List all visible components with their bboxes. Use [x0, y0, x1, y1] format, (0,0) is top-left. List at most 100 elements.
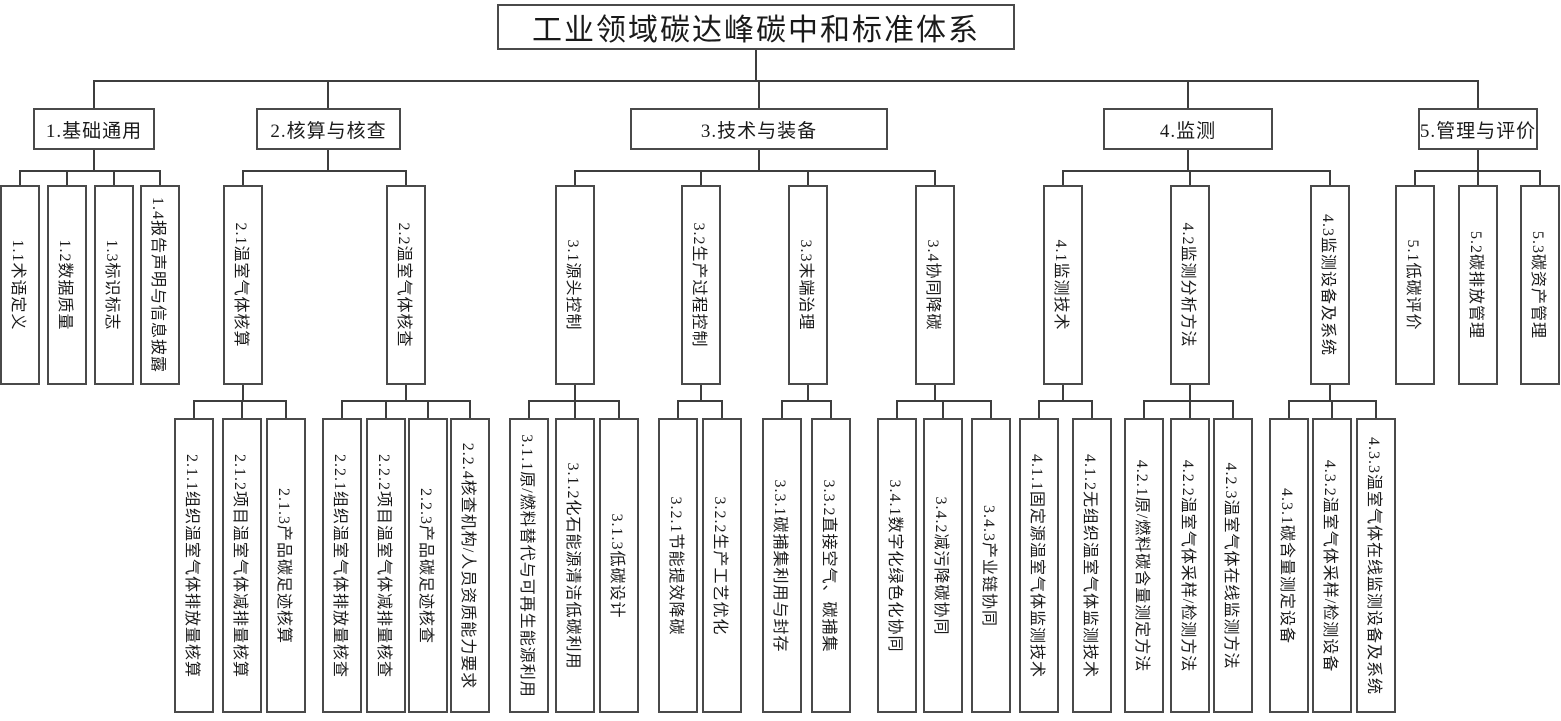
- connector-line: [700, 385, 702, 400]
- root-title-label: 工业领域碳达峰碳中和标准体系: [532, 14, 980, 47]
- node-4-3-3: 4.3.3温室气体在线监测设备及系统: [1356, 418, 1396, 713]
- node-5-label: 5.管理与评价: [1419, 120, 1537, 142]
- connector-line: [1062, 385, 1064, 400]
- connector-line: [934, 170, 936, 185]
- connector-line: [1062, 170, 1064, 185]
- node-3-2-1-label: 3.2.1节能提效降碳: [667, 495, 684, 636]
- connector-line: [1189, 400, 1191, 418]
- connector-line: [934, 385, 936, 400]
- connector-line: [677, 400, 679, 418]
- connector-line: [897, 400, 991, 402]
- node-3-4-1: 3.4.1数字化绿色化协同: [877, 418, 917, 713]
- connector-line: [193, 400, 195, 418]
- connector-line: [1289, 400, 1376, 402]
- node-3-2: 3.2生产过程控制: [681, 185, 721, 385]
- connector-line: [1331, 400, 1333, 418]
- connector-line: [1189, 385, 1191, 400]
- node-3-3-1: 3.3.1碳捕集利用与封存: [762, 418, 802, 713]
- connector-line: [285, 400, 287, 418]
- node-4-2-label: 4.2监测分析方法: [1179, 222, 1196, 348]
- node-4-2-3-label: 4.2.3温室气体在线监测方法: [1222, 461, 1239, 670]
- node-3-4: 3.4协同降碳: [915, 185, 955, 385]
- connector-line: [1063, 170, 1330, 172]
- node-4-3-1: 4.3.1碳含量测定设备: [1269, 418, 1309, 713]
- node-3-1: 3.1源头控制: [555, 185, 595, 385]
- connector-line: [427, 400, 429, 418]
- node-4-monitoring: 4.监测: [1103, 108, 1273, 150]
- node-5-1-label: 5.1低碳评价: [1404, 239, 1421, 331]
- node-3-1-1: 3.1.1原/燃料替代与可再生能源利用: [509, 418, 549, 713]
- node-1-2: 1.2数据质量: [47, 185, 87, 385]
- node-4-2-1-label: 4.2.1原/燃料碳含量测定方法: [1133, 459, 1150, 672]
- node-1-3: 1.3标识标志: [94, 185, 134, 385]
- node-3-4-2: 3.4.2减污降碳协同: [923, 418, 963, 713]
- connector-line: [782, 400, 831, 402]
- node-3-2-label: 3.2生产过程控制: [690, 222, 707, 348]
- connector-line: [807, 385, 809, 400]
- node-3-4-3: 3.4.3产业链协同: [971, 418, 1011, 713]
- node-3-4-1-label: 3.4.1数字化绿色化协同: [886, 478, 903, 653]
- node-3-3-2: 3.3.2直接空气、碳捕集: [811, 418, 851, 713]
- node-3-3: 3.3末端治理: [788, 185, 828, 385]
- node-1-4: 1.4报告声明与信息披露: [140, 185, 180, 385]
- connector-line: [469, 400, 471, 418]
- connector-line: [574, 385, 576, 400]
- connector-line: [242, 385, 244, 400]
- node-2-2-3: 2.2.3产品碳足迹核查: [408, 418, 448, 713]
- connector-line: [807, 170, 809, 185]
- connector-line: [529, 400, 619, 402]
- node-1-1-label: 1.1术语定义: [9, 239, 26, 331]
- node-1-1: 1.1术语定义: [0, 185, 40, 385]
- node-3-4-label: 3.4协同降碳: [924, 239, 941, 331]
- connector-line: [1144, 400, 1233, 402]
- connector-line: [341, 400, 343, 418]
- connector-line: [1477, 150, 1479, 170]
- node-2-1-3: 2.1.3产品碳足迹核算: [266, 418, 306, 713]
- node-3-3-label: 3.3末端治理: [797, 239, 814, 331]
- node-4-3-1-label: 4.3.1碳含量测定设备: [1278, 487, 1295, 644]
- connector-line: [758, 80, 760, 108]
- node-3-4-2-label: 3.4.2减污降碳协同: [932, 495, 949, 636]
- node-3-2-2-label: 3.2.2生产工艺优化: [711, 495, 728, 636]
- connector-line: [241, 400, 243, 418]
- node-3-1-3-label: 3.1.3低碳设计: [608, 512, 625, 619]
- connector-line: [830, 400, 832, 418]
- node-2-2-1: 2.2.1组织温室气体排放量核查: [322, 418, 362, 713]
- connector-line: [19, 170, 21, 185]
- node-3-1-2: 3.1.2化石能源清洁低碳利用: [555, 418, 595, 713]
- node-2-2-4-label: 2.2.4核查机构/人员资质能力要求: [459, 442, 476, 689]
- node-4-1-1-label: 4.1.1固定源温室气体监测技术: [1028, 453, 1045, 678]
- node-2-2-2-label: 2.2.2项目温室气体减排量核查: [375, 453, 392, 678]
- connector-line: [1143, 400, 1145, 418]
- connector-line: [94, 80, 1478, 82]
- node-1-label: 1.基础通用: [45, 120, 143, 142]
- node-3-1-3: 3.1.3低碳设计: [599, 418, 639, 713]
- connector-line: [243, 170, 406, 172]
- connector-line: [700, 170, 702, 185]
- connector-line: [405, 170, 407, 185]
- node-3-1-2-label: 3.1.2化石能源清洁低碳利用: [564, 461, 581, 670]
- node-2-1-2: 2.1.2项目温室气体减排量核算: [222, 418, 262, 713]
- node-2-2-3-label: 2.2.3产品碳足迹核查: [417, 487, 434, 644]
- node-2-1-1: 2.1.1组织温室气体排放量核算: [174, 418, 214, 713]
- connector-line: [242, 170, 244, 185]
- node-4-1: 4.1监测技术: [1043, 185, 1083, 385]
- node-5-1: 5.1低碳评价: [1395, 185, 1435, 385]
- connector-line: [575, 170, 935, 172]
- connector-line: [66, 170, 68, 185]
- connector-line: [618, 400, 620, 418]
- node-2-1-1-label: 2.1.1组织温室气体排放量核算: [183, 453, 200, 678]
- node-4-3: 4.3监测设备及系统: [1310, 185, 1350, 385]
- node-3-3-2-label: 3.3.2直接空气、碳捕集: [820, 478, 837, 653]
- node-5-management-evaluation: 5.管理与评价: [1418, 108, 1538, 150]
- connector-line: [93, 150, 95, 170]
- node-4-1-1: 4.1.1固定源温室气体监测技术: [1019, 418, 1059, 713]
- connector-line: [405, 385, 407, 400]
- node-5-2: 5.2碳排放管理: [1458, 185, 1498, 385]
- node-3-label: 3.技术与装备: [700, 120, 818, 142]
- connector-line: [758, 150, 760, 170]
- node-4-2-1: 4.2.1原/燃料碳含量测定方法: [1124, 418, 1164, 713]
- node-4-1-2-label: 4.1.2无组织温室气体监测技术: [1081, 453, 1098, 678]
- node-5-3: 5.3碳资产管理: [1520, 185, 1560, 385]
